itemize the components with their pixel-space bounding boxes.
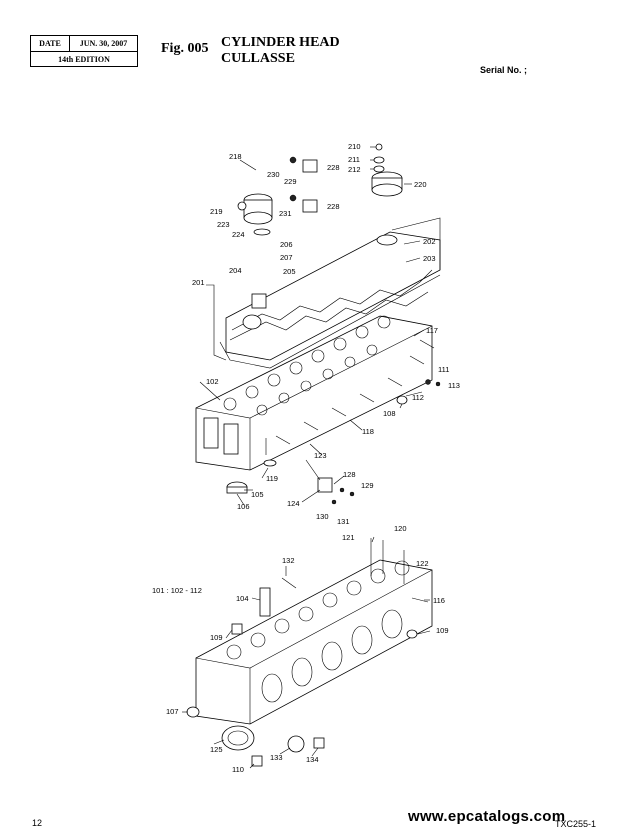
callout-110: 110 [232, 765, 244, 774]
callout-122: 122 [416, 559, 429, 568]
callout-106: 106 [237, 502, 250, 511]
callout-105: 105 [251, 490, 264, 499]
callout-205: 205 [283, 267, 296, 276]
callout-129: 129 [361, 481, 374, 490]
callout-210: 210 [348, 142, 361, 151]
callout-211: 211 [348, 155, 360, 164]
edition-label: 14th EDITION [58, 54, 110, 64]
callout-125: 125 [210, 745, 223, 754]
callout-130: 130 [316, 512, 329, 521]
callout-229: 229 [284, 177, 297, 186]
leader-lines [182, 146, 431, 769]
callout-228-lower: 228 [327, 202, 340, 211]
callout-223: 223 [217, 220, 230, 229]
callout-231: 231 [279, 209, 292, 218]
callout-118: 118 [362, 427, 374, 436]
callout-134: 134 [306, 755, 319, 764]
valve-stem-seals [226, 438, 355, 505]
cylinder-head-lower [195, 559, 433, 725]
callout-102: 102 [206, 377, 219, 386]
breather-cap [237, 193, 273, 236]
callout-206: 206 [280, 240, 293, 249]
cylinder-head-middle [195, 315, 433, 471]
callout-212: 212 [348, 165, 361, 174]
callout-101-range: 101 : 102 - 112 [152, 586, 202, 595]
callout-203: 203 [423, 254, 436, 263]
callout-111: 111 [438, 365, 449, 374]
drawing-code: TXC255-1 [555, 819, 597, 829]
callout-112: 112 [412, 393, 424, 402]
callout-201: 201 [192, 278, 205, 287]
callout-202: 202 [423, 237, 436, 246]
callout-116: 116 [433, 596, 445, 605]
callout-108: 108 [383, 409, 396, 418]
callout-204: 204 [229, 266, 242, 275]
head-gasket [186, 706, 255, 751]
edition-box: DATE JUN. 30, 2007 14th EDITION [30, 35, 138, 67]
oil-filler-cap [371, 143, 403, 197]
callout-119: 119 [266, 474, 278, 483]
callout-219: 219 [210, 207, 223, 216]
callout-labels: 218 210 211 212 230 229 228 220 219 231 … [152, 142, 460, 774]
callout-109-left: 109 [210, 633, 223, 642]
breather-hose [219, 134, 314, 207]
date-label: DATE [31, 36, 70, 51]
callout-230: 230 [267, 170, 280, 179]
date-value: JUN. 30, 2007 [79, 39, 128, 48]
callout-120: 120 [394, 524, 407, 533]
callout-133: 133 [270, 753, 283, 762]
callout-113: 113 [448, 381, 460, 390]
watermark: www.epcatalogs.com [408, 808, 566, 825]
page-number: 12 [32, 818, 43, 828]
serial-number-label: Serial No. ; [480, 65, 528, 75]
callout-220: 220 [414, 180, 427, 189]
callout-109-right: 109 [436, 626, 449, 635]
lower-studs-and-plugs [231, 538, 429, 767]
callout-107: 107 [166, 707, 179, 716]
callout-131: 131 [337, 517, 350, 526]
callout-207: 207 [280, 253, 293, 262]
callout-128: 128 [343, 470, 356, 479]
rocker-cover [219, 231, 441, 369]
callout-224: 224 [232, 230, 245, 239]
callout-124: 124 [287, 499, 300, 508]
figure-title-english: CYLINDER HEAD [221, 35, 340, 50]
callout-123: 123 [314, 451, 327, 460]
callout-132: 132 [282, 556, 295, 565]
callout-121: 121 [342, 533, 355, 542]
figure-number: Fig. 005 [161, 41, 209, 56]
figure-title-french: CULLASSE [221, 51, 295, 66]
callout-104: 104 [236, 594, 249, 603]
callout-218: 218 [229, 152, 242, 161]
callout-117: 117 [426, 326, 438, 335]
cover-gasket-bracket [206, 217, 441, 361]
clips-228 [289, 156, 318, 213]
callout-228-upper: 228 [327, 163, 340, 172]
date-row: DATE JUN. 30, 2007 [31, 36, 137, 52]
